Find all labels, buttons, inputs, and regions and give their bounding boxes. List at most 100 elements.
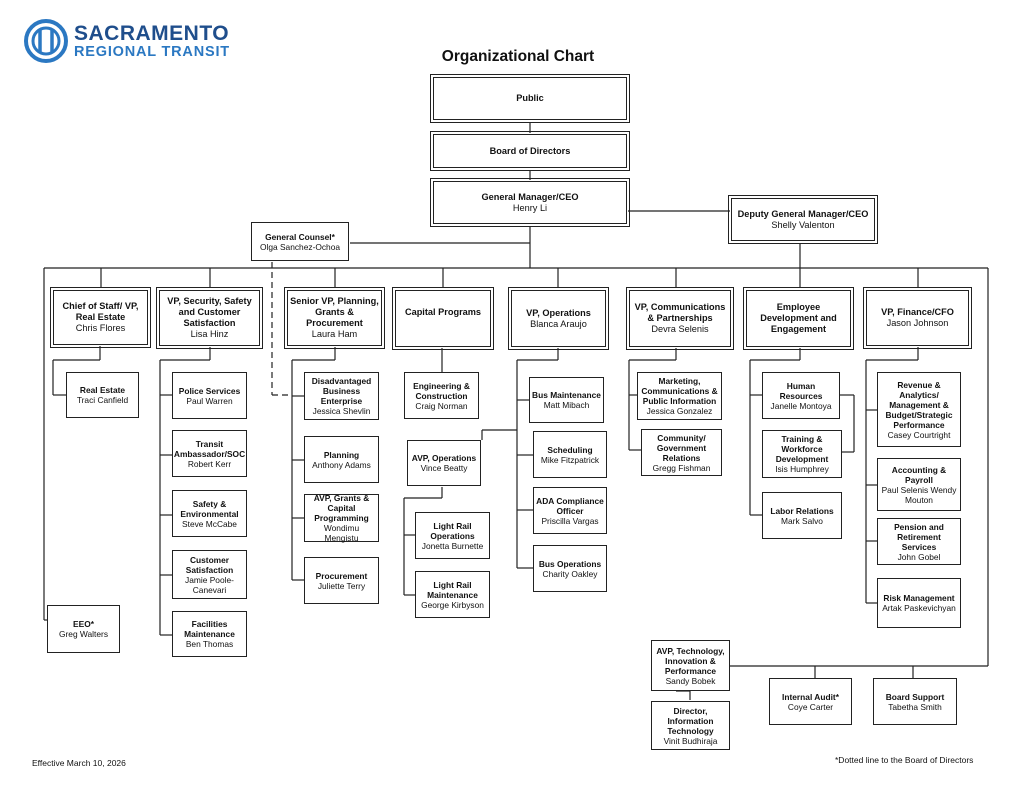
node-title: Police Services: [178, 385, 241, 396]
node-police-services: Police Services Paul Warren: [172, 372, 247, 419]
node-title: Planning: [323, 449, 360, 460]
node-title: Board Support: [885, 691, 945, 702]
node-procurement: Procurement Juliette Terry: [304, 557, 379, 604]
node-eeo: EEO* Greg Walters: [47, 605, 120, 653]
node-person: Artak Paskevichyan: [882, 603, 956, 613]
node-person: Robert Kerr: [187, 458, 232, 469]
node-person: Chris Flores: [75, 323, 126, 333]
node-pension: Pension and Retirement Services John Gob…: [877, 518, 961, 565]
node-title: Senior VP, Planning, Grants & Procuremen…: [290, 296, 379, 328]
node-person: Ben Thomas: [185, 639, 234, 649]
node-risk-management: Risk Management Artak Paskevichyan: [877, 578, 961, 628]
node-safety-environmental: Safety & Environmental Steve McCabe: [172, 490, 247, 537]
node-person: Vinit Budhiraja: [663, 735, 718, 746]
node-person: Wondimu Mengistu: [323, 523, 360, 543]
node-person: Isis Humphrey: [775, 464, 829, 474]
node-person: Mike Fitzpatrick: [540, 454, 600, 465]
node-person: Blanca Araujo: [530, 318, 587, 329]
node-internal-audit: Internal Audit* Coye Carter: [769, 678, 852, 725]
node-person: Coye Carter: [787, 701, 834, 712]
node-title: Customer Satisfaction: [185, 554, 234, 575]
node-human-resources: Human Resources Janelle Montoya: [762, 372, 840, 419]
node-person: Paul Selenis Wendy Mouton: [881, 484, 957, 505]
node-person: Laura Ham: [311, 329, 358, 339]
node-title: Scheduling: [547, 444, 593, 455]
node-planning: Planning Anthony Adams: [304, 436, 379, 483]
sacrt-logo-icon: [24, 19, 68, 63]
node-title: Bus Operations: [538, 558, 602, 569]
node-title: Board of Directors: [489, 145, 571, 156]
node-title: Community/ Government Relations: [656, 432, 707, 463]
node-person: Charity Oakley: [542, 568, 598, 579]
node-person: Casey Courtright: [887, 429, 951, 440]
page-title: Organizational Chart: [441, 48, 595, 65]
node-title: AVP, Operations: [411, 453, 477, 463]
node-title: Pension and Retirement Services: [894, 521, 944, 552]
node-title: Internal Audit*: [782, 691, 839, 702]
node-board-of-directors: Board of Directors: [430, 131, 630, 171]
node-accounting-payroll: Accounting & Payroll Paul Selenis Wendy …: [877, 458, 961, 511]
node-title: Revenue & Analytics/ Management & Budget…: [885, 379, 953, 430]
logo-line1: SACRAMENTO: [74, 22, 230, 45]
node-avp-technology: AVP, Technology, Innovation & Performanc…: [651, 640, 730, 691]
node-chief-of-staff: Chief of Staff/ VP, Real Estate Chris Fl…: [50, 287, 151, 348]
node-person: John Gobel: [897, 551, 941, 562]
node-title: Transit Ambassador/SOC: [173, 438, 246, 459]
node-person: Steve McCabe: [182, 518, 237, 529]
node-person: Priscilla Vargas: [541, 515, 599, 526]
node-person: Craig Norman: [415, 400, 468, 411]
node-revenue-analytics: Revenue & Analytics/ Management & Budget…: [877, 372, 961, 447]
node-title: Deputy General Manager/CEO: [737, 208, 869, 219]
node-board-support: Board Support Tabetha Smith: [873, 678, 957, 725]
node-scheduling: Scheduling Mike Fitzpatrick: [533, 431, 607, 478]
node-light-rail-operations: Light Rail Operations Jonetta Burnette: [415, 512, 490, 559]
node-person: Jonetta Burnette: [421, 540, 484, 551]
node-community-relations: Community/ Government Relations Gregg Fi…: [641, 429, 722, 476]
node-title: Accounting & Payroll: [891, 464, 947, 485]
node-engineering-construction: Engineering & Construction Craig Norman: [404, 372, 479, 419]
node-title: Marketing, Communications & Public Infor…: [641, 376, 718, 406]
node-customer-satisfaction: Customer Satisfaction Jamie Poole-Caneva…: [172, 550, 247, 599]
node-person: Sandy Bobek: [665, 675, 716, 686]
node-person: Jessica Gonzalez: [646, 406, 713, 416]
node-person: Janelle Montoya: [770, 400, 832, 411]
node-bus-operations: Bus Operations Charity Oakley: [533, 545, 607, 592]
node-title: Bus Maintenance: [532, 390, 601, 400]
node-title: General Counsel*: [265, 231, 335, 242]
node-real-estate: Real Estate Traci Canfield: [66, 372, 139, 418]
node-avp-grants: AVP, Grants & Capital Programming Wondim…: [304, 493, 379, 543]
node-title: Training & Workforce Development: [775, 434, 829, 464]
node-title: Labor Relations: [770, 505, 834, 516]
node-title: Human Resources: [779, 380, 823, 401]
node-employee-development: Employee Development and Engagement: [743, 287, 854, 350]
node-title: Engineering & Construction: [413, 380, 470, 401]
node-title: Capital Programs: [404, 307, 482, 317]
node-title: Chief of Staff/ VP, Real Estate: [62, 301, 139, 322]
node-marketing: Marketing, Communications & Public Infor…: [637, 372, 722, 420]
node-labor-relations: Labor Relations Mark Salvo: [762, 492, 842, 539]
node-person: Mark Salvo: [781, 515, 823, 526]
node-title: Public: [516, 93, 544, 103]
node-title: Procurement: [315, 570, 368, 581]
node-title: AVP, Technology, Innovation & Performanc…: [656, 645, 725, 676]
node-vp-communications: VP, Communications & Partnerships Devra …: [626, 287, 734, 350]
node-title: Light Rail Operations: [430, 520, 475, 541]
node-person: Vince Beatty: [420, 463, 468, 473]
node-person: Jason Johnson: [886, 318, 949, 328]
node-person: Matt Mibach: [543, 400, 590, 410]
node-title: Director, Information Technology: [667, 705, 714, 736]
node-person: Henry Li: [512, 202, 548, 213]
node-avp-operations: AVP, Operations Vince Beatty: [407, 440, 481, 486]
node-general-counsel: General Counsel* Olga Sanchez-Ochoa: [251, 222, 349, 261]
node-svp-planning: Senior VP, Planning, Grants & Procuremen…: [284, 287, 385, 349]
node-title: AVP, Grants & Capital Programming: [313, 493, 370, 523]
node-person: Jessica Shevlin: [312, 406, 371, 416]
node-person: Paul Warren: [186, 395, 233, 406]
node-title: ADA Compliance Officer: [536, 495, 604, 516]
node-person: Shelly Valenton: [771, 219, 835, 230]
node-title: Safety & Environmental: [180, 498, 239, 519]
node-title: Risk Management: [883, 593, 955, 603]
footnote: *Dotted line to the Board of Directors: [835, 755, 974, 765]
node-title: General Manager/CEO: [481, 191, 579, 202]
